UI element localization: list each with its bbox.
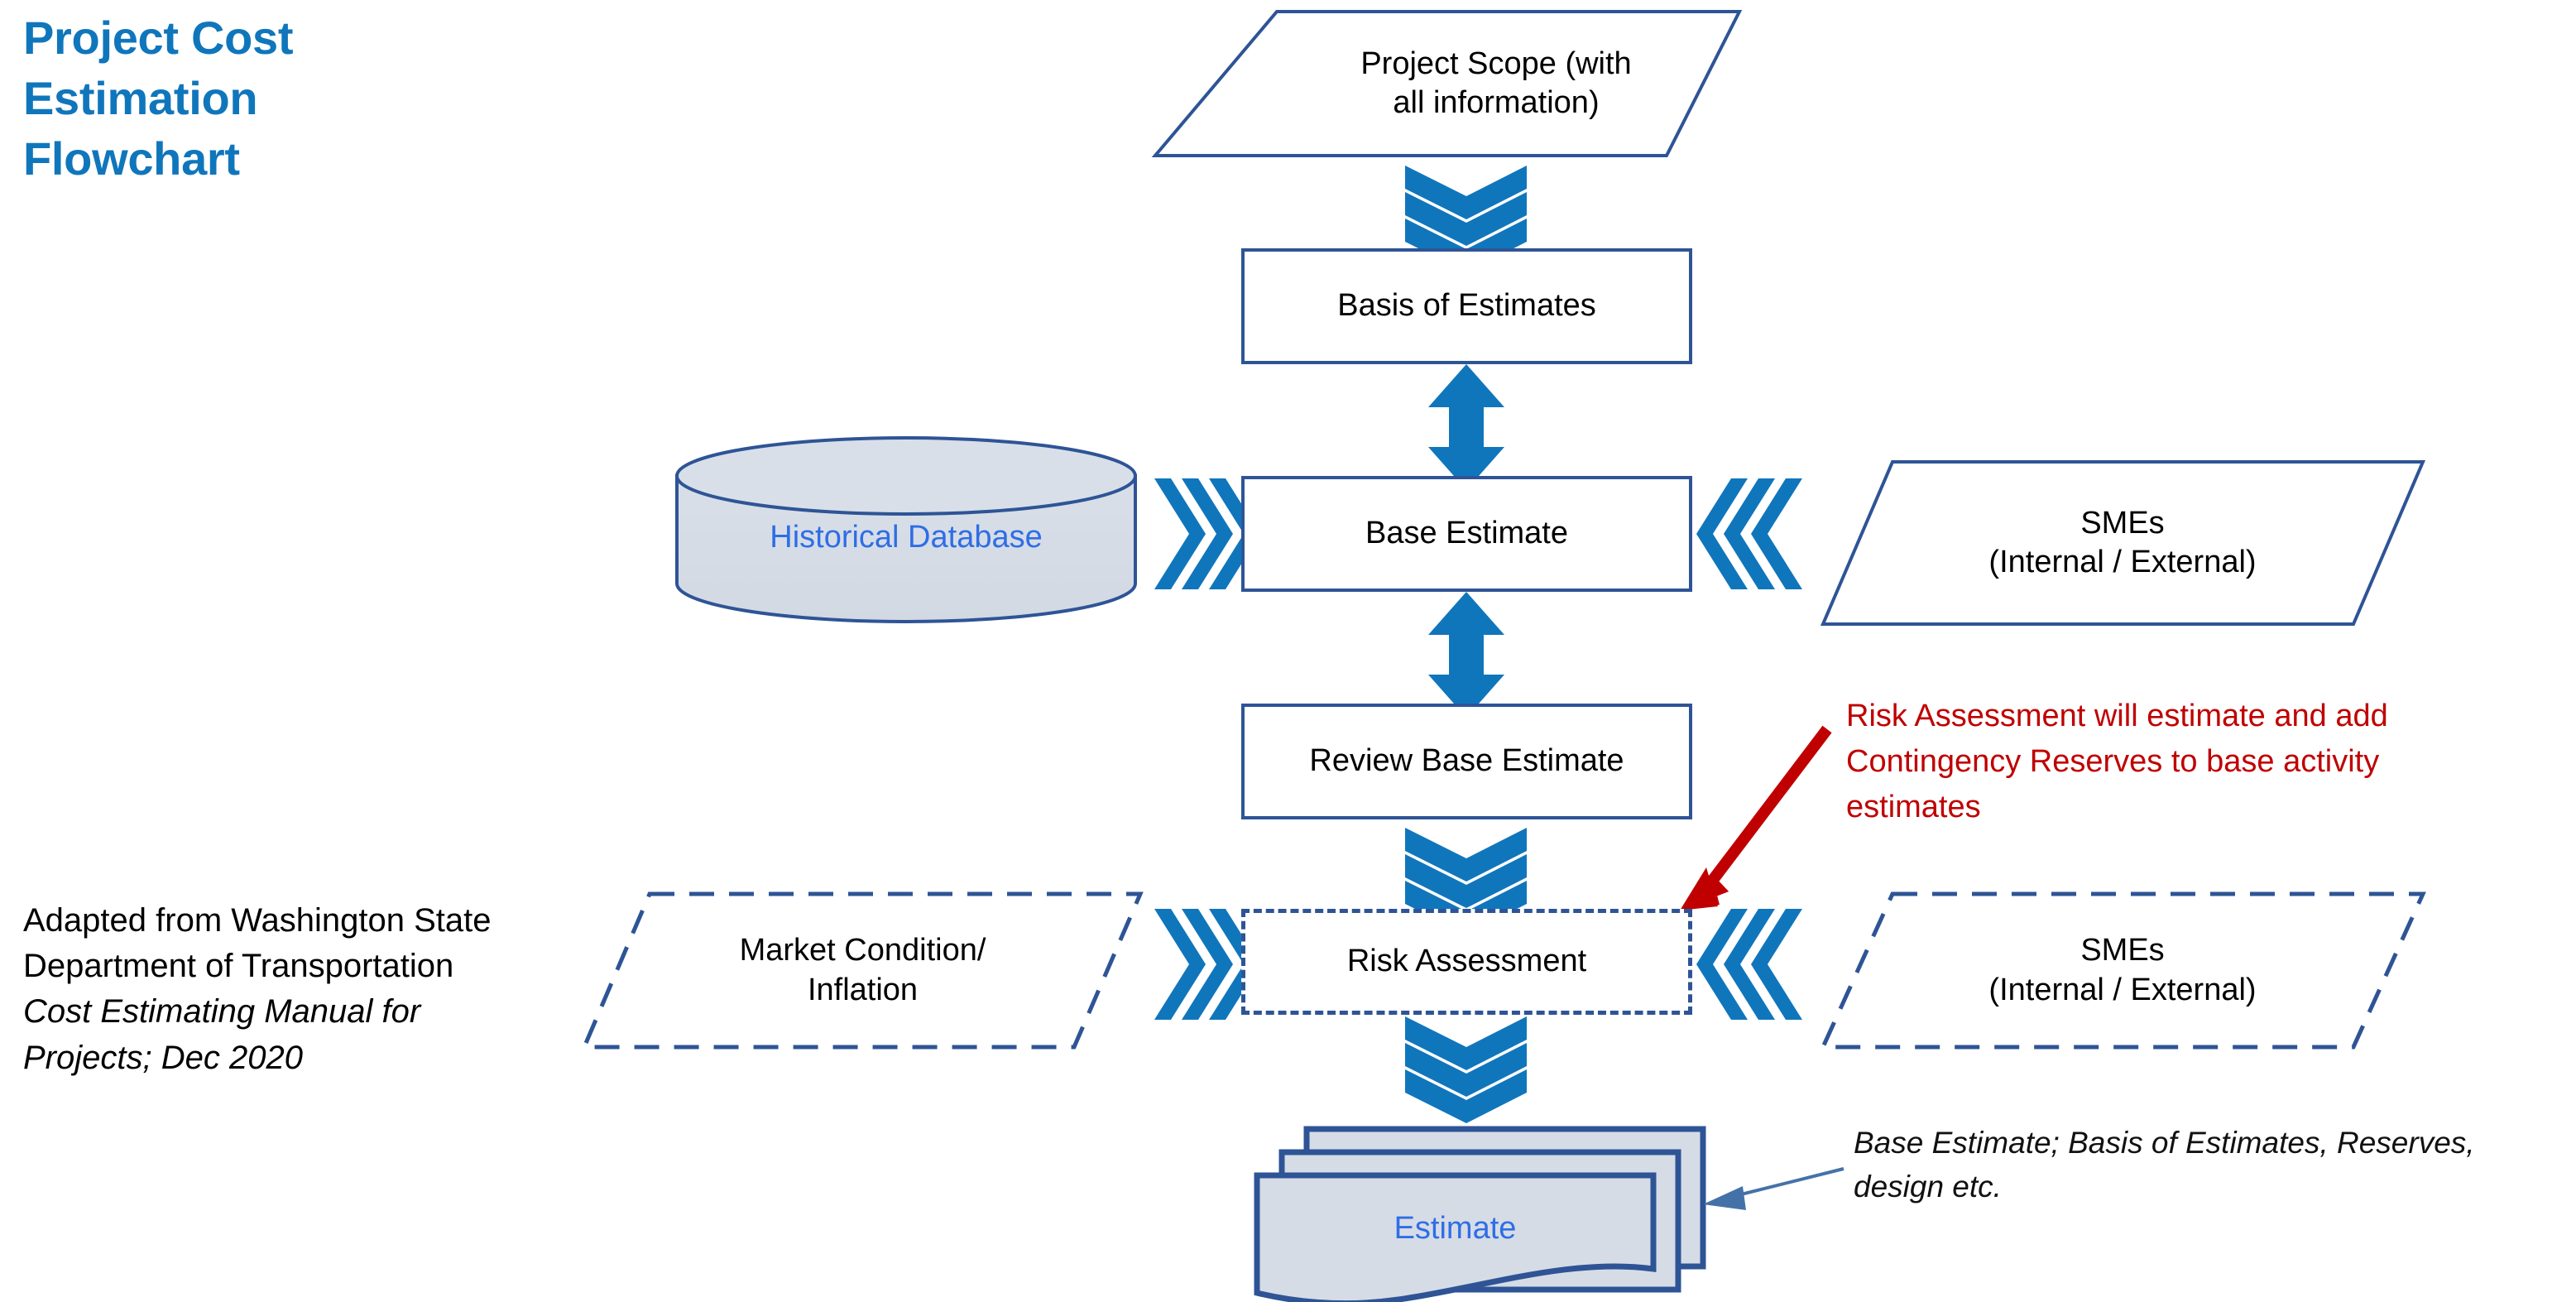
node-market-condition-shape — [581, 891, 1144, 1050]
node-risk-assessment-box[interactable] — [1241, 909, 1692, 1015]
risk-assessment-note: Risk Assessment will estimate and add Co… — [1846, 699, 2388, 825]
connector-basis-to-base — [1428, 364, 1504, 490]
node-market-condition-label: Market Condition/ Inflation — [739, 933, 986, 1007]
node-smes-bottom-shape — [1820, 891, 2426, 1050]
node-basis-of-estimates-box[interactable] — [1241, 248, 1692, 364]
connector-base-to-review — [1428, 592, 1504, 718]
estimate-note-arrow-icon — [1703, 1167, 1844, 1210]
node-project-scope-label: Project Scope (with all information) — [1360, 46, 1632, 121]
node-project-scope-shape — [1151, 10, 1743, 157]
node-smes-bottom-label: SMEs (Internal / External) — [1988, 933, 2257, 1007]
node-review-base-estimate-box[interactable] — [1241, 704, 1692, 819]
node-smes-top-shape — [1820, 460, 2426, 626]
connector-smes-bottom-to-risk — [1696, 909, 1802, 1020]
attribution-italic: Cost Estimating Manual for Projects; Dec… — [23, 993, 421, 1076]
connector-smes-top-to-base — [1696, 478, 1802, 589]
node-estimate-label: Estimate — [1394, 1211, 1517, 1247]
node-historical-database-shape — [675, 436, 1137, 623]
attribution-plain: Adapted from Washington State Department… — [23, 902, 492, 985]
connector-risk-to-estimate — [1405, 1016, 1527, 1123]
page-title-line-3: Flowchart — [23, 132, 240, 185]
page-title: Project Cost Estimation Flowchart — [23, 8, 487, 189]
node-smes-top-label: SMEs (Internal / External) — [1988, 505, 2257, 580]
node-historical-database-label: Historical Database — [770, 520, 1043, 555]
node-base-estimate-box[interactable] — [1241, 476, 1692, 592]
attribution-text: Adapted from Washington State Department… — [23, 898, 503, 1081]
page-title-line-1: Project Cost — [23, 12, 294, 64]
estimate-contents-note: Base Estimate; Basis of Estimates, Reser… — [1854, 1126, 2475, 1204]
node-estimate-shape — [1254, 1126, 1706, 1302]
risk-note-arrow-icon — [1680, 725, 1832, 910]
page-title-line-2: Estimation — [23, 71, 258, 124]
